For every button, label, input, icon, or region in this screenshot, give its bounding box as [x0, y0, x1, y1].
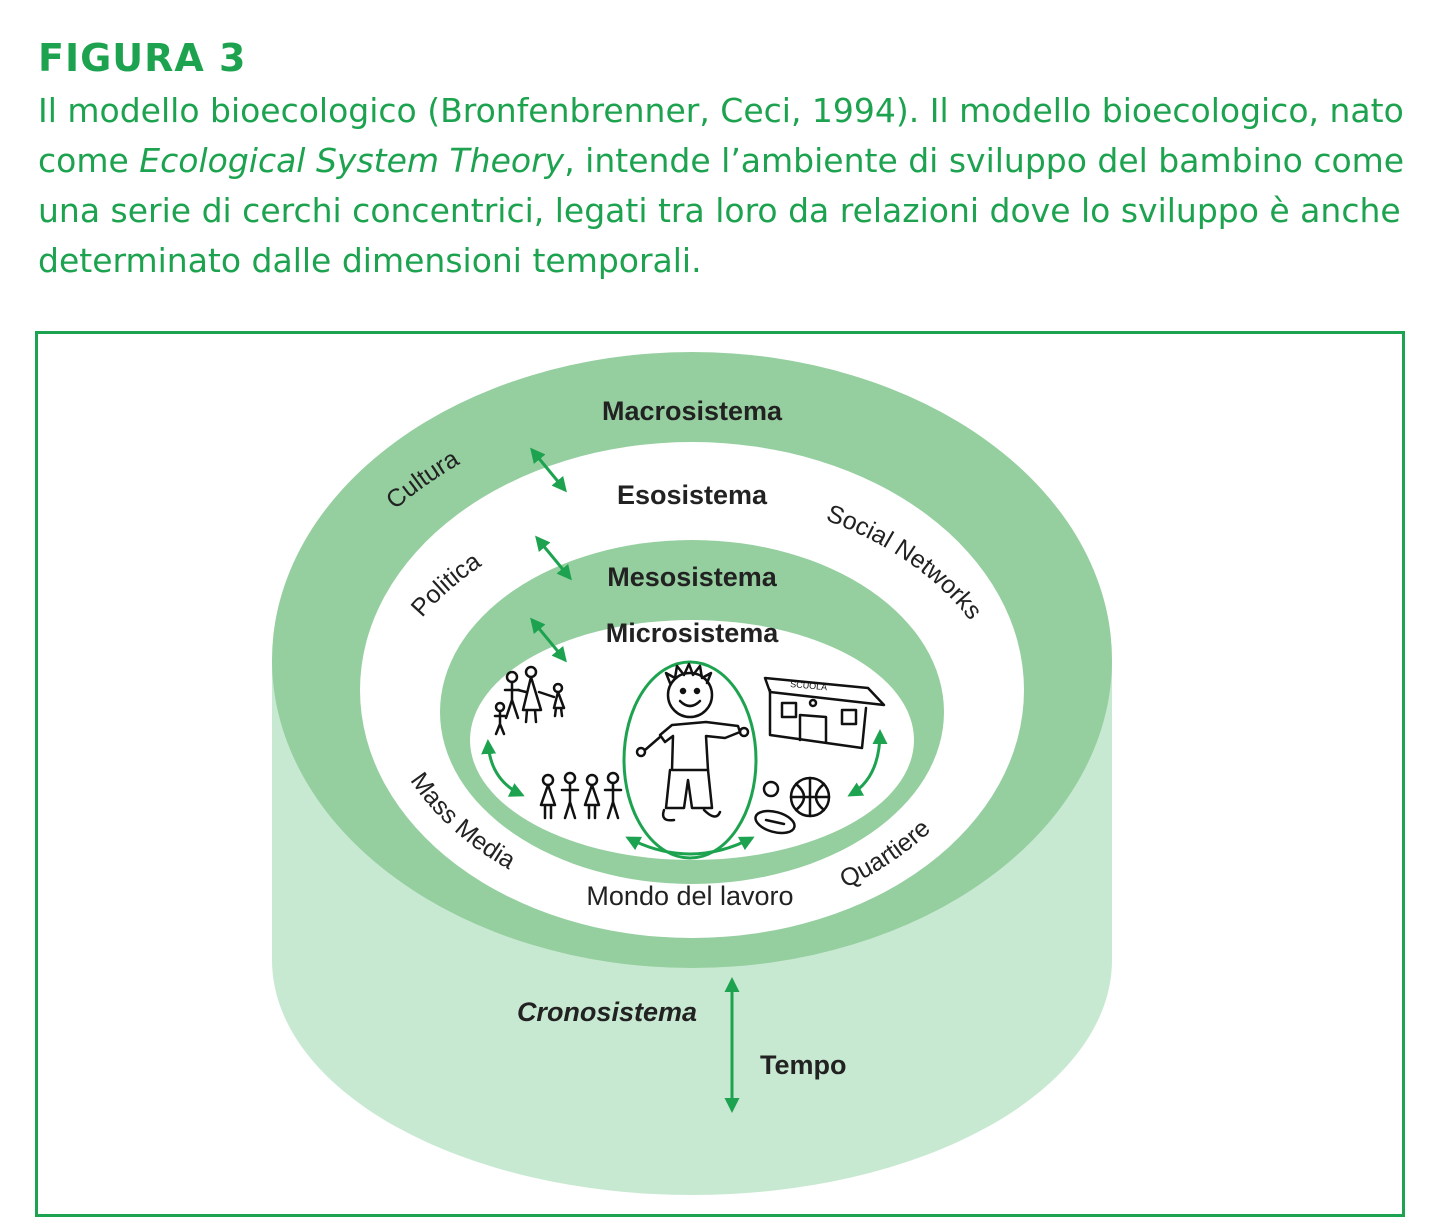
tempo-label: Tempo [760, 1050, 847, 1080]
microsistema-center [470, 620, 914, 860]
esosistema-label: Esosistema [617, 480, 768, 510]
figure-label: FIGURA 3 [38, 36, 247, 80]
mesosistema-label: Mesosistema [607, 562, 778, 592]
figure-caption: Il modello bioecologico (Bronfenbrenner,… [38, 86, 1428, 286]
school-sign: SCUOLA [790, 679, 828, 692]
caption-italic: Ecological System Theory [139, 141, 565, 180]
family-peers-arrow [481, 739, 525, 797]
caption-text-2: , intende l’ambiente di sviluppo del bam… [38, 141, 1405, 280]
meso-micro-arrow [530, 617, 567, 663]
child-oval [622, 660, 758, 860]
microsistema-label: Microsistema [606, 618, 780, 648]
cronosistema-label: Cronosistema [517, 997, 697, 1027]
child-bottom-arrow [625, 836, 755, 856]
eso-meso-arrow [535, 535, 572, 581]
diagram-frame [35, 331, 1405, 1217]
child-icon [635, 662, 750, 822]
school-sport-arrow [847, 729, 888, 797]
caption-text-1: Il modello bioecologico (Bronfenbrenner,… [38, 91, 1404, 180]
family-icon [493, 665, 566, 736]
peers-icon [539, 771, 623, 820]
school-icon [763, 676, 886, 750]
macrosistema-label: Macrosistema [602, 396, 783, 426]
sport-balls-icon [754, 776, 831, 835]
mondo-lavoro-label: Mondo del lavoro [586, 881, 793, 911]
macro-eso-arrow [530, 447, 567, 493]
